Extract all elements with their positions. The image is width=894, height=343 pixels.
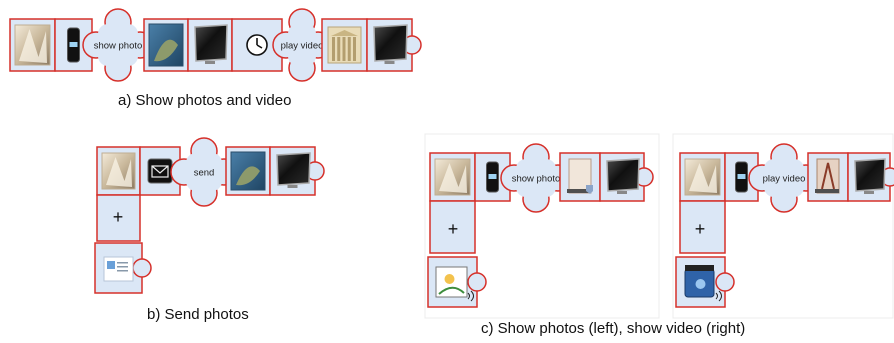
connector-knob: [716, 273, 734, 291]
phone-icon: [487, 162, 499, 192]
envelope-icon: [148, 159, 172, 183]
connector-knob: [133, 259, 151, 277]
island-photo-icon: [231, 152, 265, 190]
caption-a: a) Show photos and video: [118, 92, 291, 109]
action-label: play video: [281, 41, 324, 52]
action-label: show photo: [94, 41, 143, 52]
rock-photo-icon: [102, 153, 135, 189]
plus-sign: +: [695, 219, 706, 239]
caption-c: c) Show photos (left), show video (right…: [481, 320, 745, 337]
monitor-icon: [855, 159, 885, 194]
plus-sign: +: [448, 219, 459, 239]
phone-icon: [736, 162, 748, 192]
monitor-icon: [374, 25, 407, 64]
business-card-icon: [104, 257, 133, 281]
monitor-icon: [195, 25, 227, 64]
poster-photo-icon: [815, 159, 839, 193]
caption-b: b) Send photos: [147, 306, 249, 323]
rock-photo-icon: [15, 25, 50, 65]
island-photo-icon: [149, 24, 183, 66]
connector-knob: [468, 273, 486, 291]
monitor-icon: [277, 153, 310, 188]
rock-photo-icon: [685, 159, 720, 195]
temple-photo-icon: [328, 27, 361, 63]
rock-photo-icon: [435, 159, 470, 195]
book-photo-icon: [567, 159, 593, 194]
clock-icon: [247, 35, 267, 55]
action-label: send: [194, 168, 215, 179]
action-label: play video: [763, 174, 806, 185]
action-label: show photo: [512, 174, 561, 185]
plus-sign: +: [113, 207, 124, 227]
monitor-icon: [607, 159, 639, 194]
action-tile: show photo: [83, 9, 153, 81]
phone-icon: [68, 28, 80, 62]
